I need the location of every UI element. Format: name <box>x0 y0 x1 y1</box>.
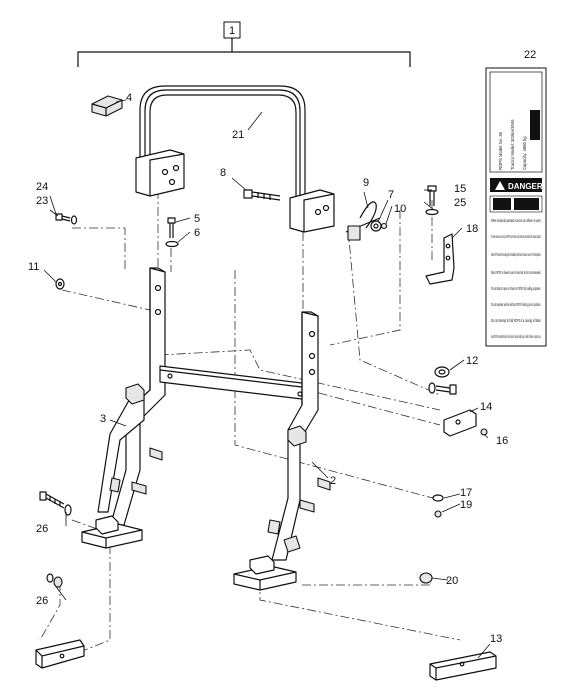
roll-bar-upper-hoop <box>135 85 335 233</box>
bolt-26-upper <box>39 491 72 516</box>
callout-26-upper: 26 <box>36 523 48 535</box>
callout-5: 5 <box>194 213 200 225</box>
decal-para-2: For lower clearance use only, the ROPS c… <box>491 234 541 239</box>
washer-17 <box>432 494 444 518</box>
decal-para-7: Do not attempt to fold ROPS if a canopy … <box>491 318 541 323</box>
callout-19: 19 <box>460 499 472 511</box>
alignment-lines <box>39 190 461 661</box>
callout-11: 11 <box>28 261 39 273</box>
callout-10: 10 <box>394 203 406 215</box>
decal-text-block: When improperly operated a tractor can r… <box>491 218 541 339</box>
callout-16: 16 <box>496 435 508 447</box>
decal-para-4: When ROPS is lowered use of seat belt is… <box>491 270 541 275</box>
nut-26-lower <box>46 573 63 588</box>
callout-12: 12 <box>466 355 478 367</box>
danger-decal: ROPS Model No. 36 Tractor Model: 3036A/3… <box>485 67 547 347</box>
decal-para-1: When improperly operated a tractor can r… <box>491 218 541 223</box>
leader-lines <box>43 99 491 659</box>
callout-9: 9 <box>363 177 369 189</box>
bolt-15 <box>425 185 439 216</box>
callout-13: 13 <box>490 633 502 645</box>
bolt-12-lower <box>428 382 457 395</box>
callout-24: 24 <box>36 181 48 193</box>
callout-17: 17 <box>460 487 472 499</box>
plate-14 <box>443 409 488 437</box>
callout-18: 18 <box>466 223 478 235</box>
decal-header-1: ROPS Model No. 36 <box>498 131 503 170</box>
callout-numbers: 4 21 8 9 7 10 15 25 18 5 6 24 23 11 12 1… <box>28 49 536 645</box>
decal-warning-word: DANGER <box>508 182 543 191</box>
callout-3: 3 <box>100 413 106 425</box>
bolt-5 <box>165 217 179 248</box>
decal-para-5: Do not attach ropes or chains to ROPS fo… <box>491 286 541 291</box>
decal-para-6: Do not operate vehicle without ROPS lock… <box>491 302 541 307</box>
lock-pin-assembly <box>345 201 388 241</box>
callout-8: 8 <box>220 167 226 179</box>
bracket-18 <box>425 233 455 285</box>
callout-23: 23 <box>36 195 48 207</box>
callout-26-lower: 26 <box>36 595 48 607</box>
assembly-bracket: 1 <box>77 21 411 67</box>
right-upright-post <box>233 311 331 591</box>
callout-6: 6 <box>194 227 200 239</box>
callout-15: 15 <box>454 183 466 195</box>
callout-22: 22 <box>524 49 536 61</box>
decal-header-2: Tractor Model: 3036A/3046 <box>510 119 515 170</box>
bolt-8 <box>243 189 281 201</box>
floor-plate-right <box>429 651 497 681</box>
callout-1: 1 <box>229 25 235 37</box>
decal-para-8: Use of ROPS and seat belt reduce the cha… <box>491 334 541 339</box>
callout-4: 4 <box>126 92 132 104</box>
decal-para-3: Raise ROPS and insert locking pins immed… <box>491 252 541 257</box>
nut-12 <box>434 366 450 378</box>
callout-7: 7 <box>388 189 394 201</box>
spacer-20 <box>419 572 433 584</box>
decal-header-3: Capacity: 4880 kg <box>522 136 527 170</box>
screw-23 <box>55 213 78 225</box>
callout-2: 2 <box>330 475 336 487</box>
rubber-pad <box>91 95 123 117</box>
nut-11 <box>55 278 65 290</box>
floor-plate-left <box>35 639 85 669</box>
left-upright-post <box>81 267 166 549</box>
callout-21: 21 <box>232 129 244 141</box>
callout-14: 14 <box>480 401 492 413</box>
callout-25: 25 <box>454 197 466 209</box>
callout-20: 20 <box>446 575 458 587</box>
